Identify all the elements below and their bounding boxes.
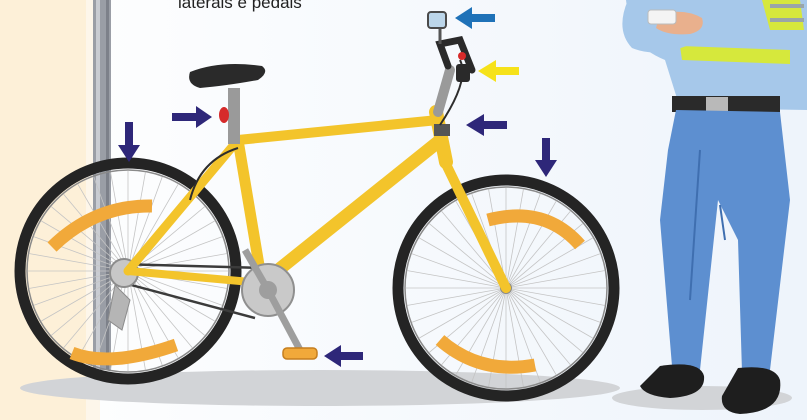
bell bbox=[458, 52, 466, 60]
notepad bbox=[648, 10, 676, 24]
caption-text: laterais e pedais bbox=[178, 0, 302, 13]
pedal-reflector bbox=[283, 348, 317, 359]
lamp-pole bbox=[93, 0, 111, 370]
seat-reflector bbox=[219, 107, 229, 123]
headset-band bbox=[434, 124, 450, 136]
